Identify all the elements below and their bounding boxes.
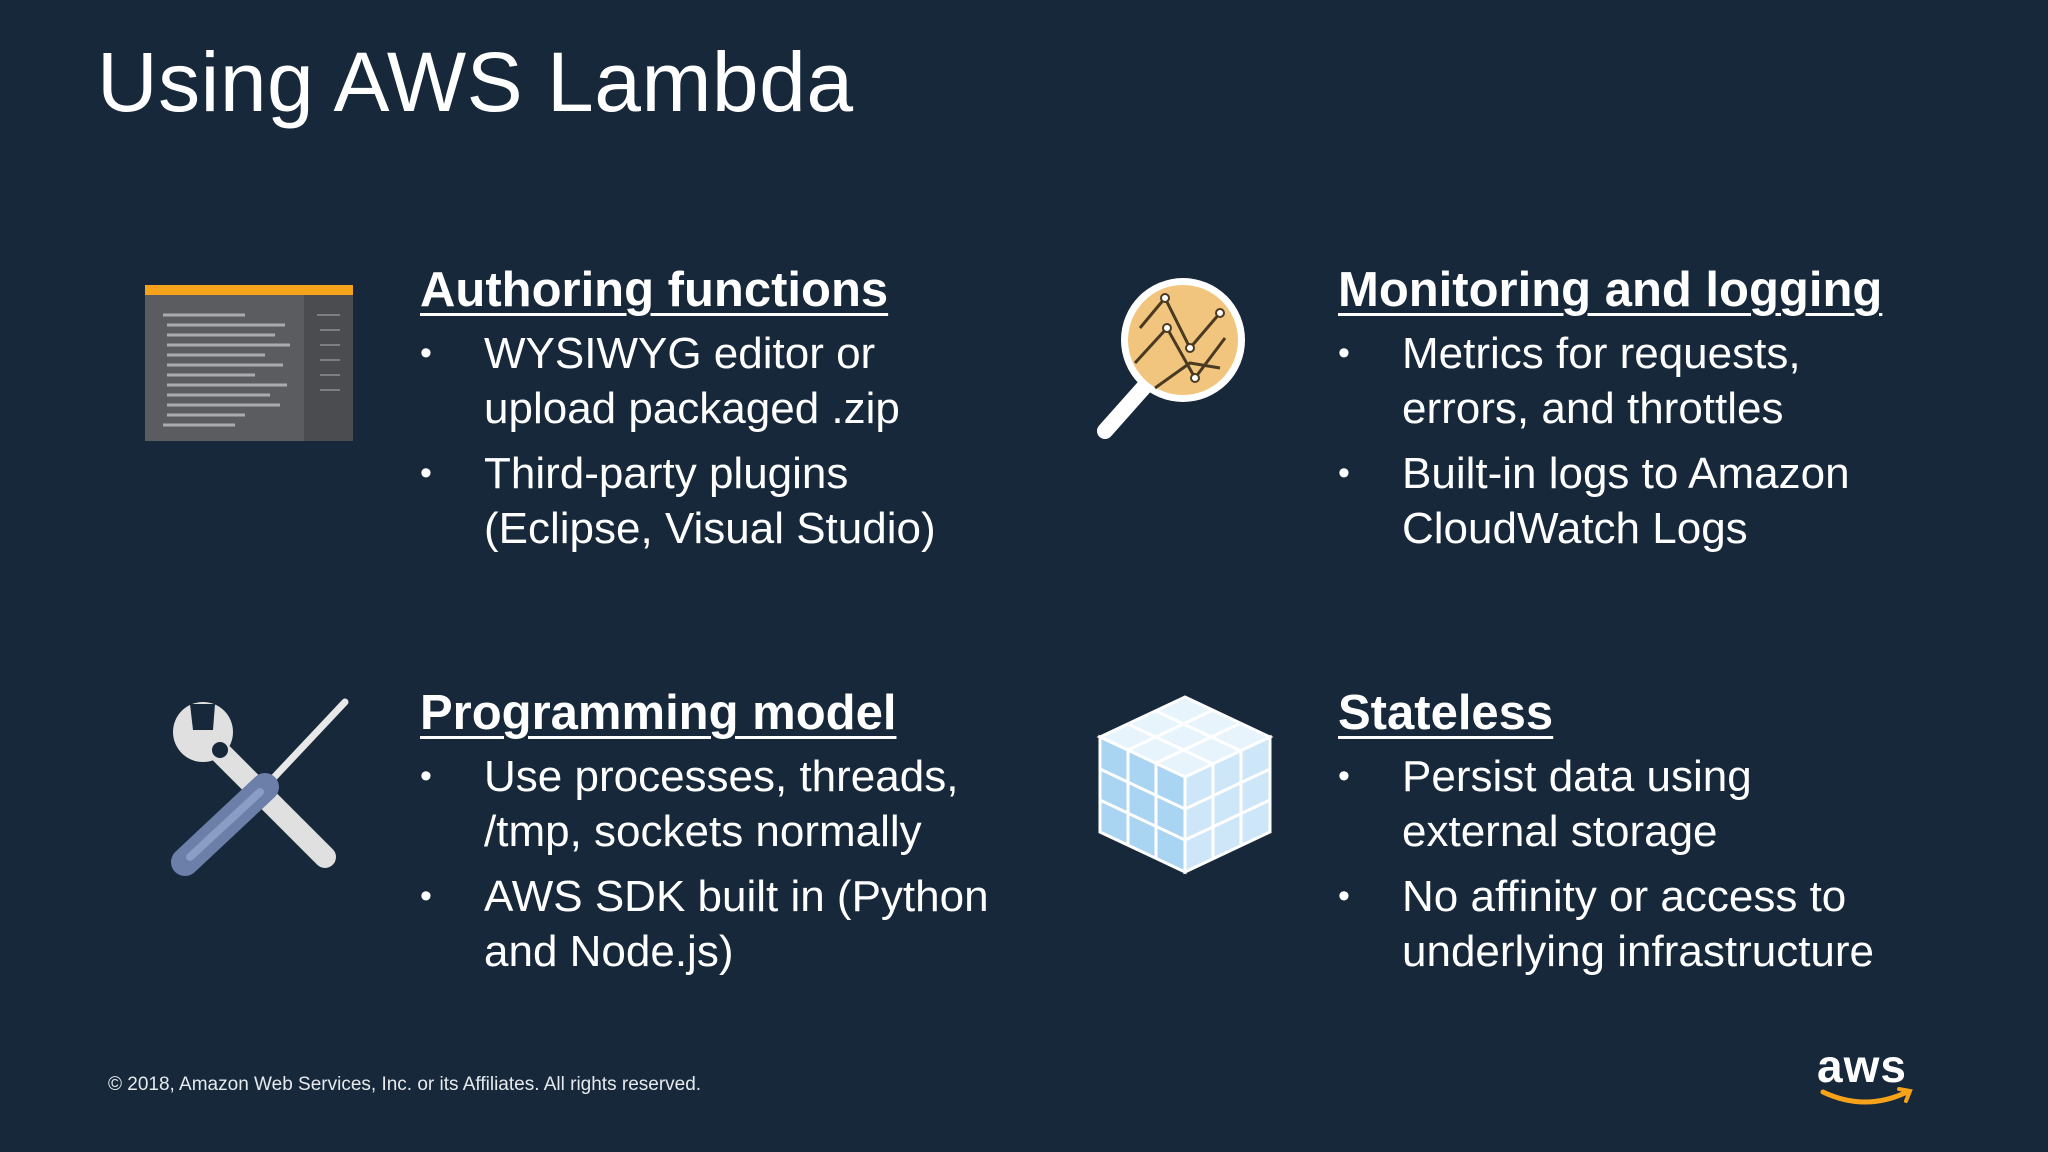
bullet-marker: • [1338,454,1350,492]
editor-window-icon [145,285,353,446]
section-monitoring-logging: Monitoring and logging • Metrics for req… [1338,262,1882,566]
bullet-marker: • [420,877,432,915]
section-heading: Stateless [1338,686,1554,740]
bullet-marker: • [420,454,432,492]
section-heading: Programming model [420,686,897,740]
bullet-marker: • [420,757,432,795]
bullet-marker: • [1338,757,1350,795]
list-item: • Built-in logs to Amazon CloudWatch Log… [1338,446,1882,556]
slide-title: Using AWS Lambda [97,35,854,129]
section-stateless: Stateless • Persist data using external … [1338,685,1874,989]
copyright-footer: © 2018, Amazon Web Services, Inc. or its… [108,1074,702,1095]
section-authoring-functions: Authoring functions • WYSIWYG editor or … [420,262,936,566]
bullet-marker: • [1338,877,1350,915]
cube-grid-icon [1095,692,1275,882]
list-item: • No affinity or access to underlying in… [1338,869,1874,979]
list-item: • AWS SDK built in (Python and Node.js) [420,869,989,979]
list-item: • Third-party plugins (Eclipse, Visual S… [420,446,936,556]
bullet-marker: • [1338,334,1350,372]
bullet-list: • Metrics for requests, errors, and thro… [1338,326,1882,556]
bullet-list: • Use processes, threads, /tmp, sockets … [420,749,989,979]
bullet-marker: • [420,334,432,372]
list-item: • Persist data using external storage [1338,749,1874,859]
magnifier-graph-icon [1095,268,1275,448]
aws-logo-text: aws [1817,1040,1907,1092]
bullet-list: • Persist data using external storage • … [1338,749,1874,979]
section-programming-model: Programming model • Use processes, threa… [420,685,989,989]
wrench-screwdriver-icon [165,692,350,882]
list-item: • WYSIWYG editor or upload packaged .zip [420,326,936,436]
section-heading: Monitoring and logging [1338,263,1883,317]
aws-logo: aws [1815,1040,1920,1120]
list-item: • Metrics for requests, errors, and thro… [1338,326,1882,436]
list-item: • Use processes, threads, /tmp, sockets … [420,749,989,859]
bullet-list: • WYSIWYG editor or upload packaged .zip… [420,326,936,556]
section-heading: Authoring functions [420,263,889,317]
